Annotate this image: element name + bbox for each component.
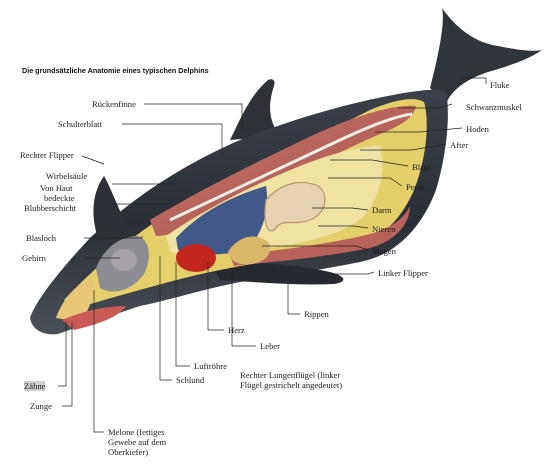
- label-linker-flipper: Linker Flipper: [378, 268, 428, 278]
- label-rippen: Rippen: [304, 309, 329, 319]
- upper-muscle: [150, 105, 416, 236]
- label-blubberschicht: Blubberschicht: [24, 203, 77, 213]
- brain-shape: [111, 249, 137, 271]
- label-after: After: [450, 140, 469, 150]
- label-rueckenfinne: Rückenfinne: [92, 99, 136, 109]
- heart-shape: [176, 244, 216, 272]
- dorsal-fin-shape: [230, 79, 280, 140]
- lung-shape: [176, 186, 268, 255]
- diagram-title: Die grundsätzliche Anatomie eines typisc…: [22, 66, 209, 75]
- right-flipper-shape: [93, 176, 128, 238]
- label-schulterblatt: Schulterblatt: [58, 119, 102, 129]
- label-zunge: Zunge: [30, 401, 52, 411]
- label-leber: Leber: [260, 341, 281, 351]
- left-flipper-shape: [210, 262, 344, 285]
- label-schwanzmuskel: Schwanzmuskel: [466, 102, 522, 112]
- label-von-haut-1: Von Haut: [40, 183, 73, 193]
- label-wirbelsaeule: Wirbelsäule: [46, 171, 88, 181]
- label-rechter-flipper: Rechter Flipper: [20, 150, 74, 160]
- label-melone-2: Gewebe auf dem: [108, 437, 167, 447]
- label-blase: Blase: [412, 162, 432, 172]
- stomach-shape: [228, 236, 271, 265]
- label-blasloch: Blasloch: [26, 233, 57, 243]
- label-lunge-2: Flügel gestrichelt angedeutet): [240, 380, 343, 390]
- label-schlund: Schlund: [176, 375, 205, 385]
- label-melone-3: Oberkiefer): [108, 447, 149, 457]
- label-gehirn: Gehirn: [22, 253, 46, 263]
- label-herz: Herz: [228, 325, 245, 335]
- label-magen: Magen: [372, 246, 396, 256]
- spine-line: [169, 112, 413, 222]
- label-melone-1: Melone (fettiges: [108, 427, 165, 437]
- label-von-haut-2: bedeckte: [44, 193, 75, 203]
- label-lunge-1: Rechter Lungenflügel (linker: [240, 370, 341, 380]
- label-penis: Penis: [406, 182, 425, 192]
- leader-lines: [58, 77, 487, 433]
- label-nieren: Nieren: [372, 224, 396, 234]
- label-darm: Darm: [372, 205, 392, 215]
- label-luftroehre: Luftröhre: [194, 361, 227, 371]
- label-zaehne: Zähne: [24, 381, 46, 391]
- lower-muscle: [230, 206, 410, 266]
- melon-shape: [56, 278, 94, 322]
- label-fluke: Fluke: [490, 80, 510, 90]
- label-hoden: Hoden: [466, 124, 489, 134]
- fluke-shape: [430, 8, 542, 104]
- intestine-shape: [264, 181, 326, 232]
